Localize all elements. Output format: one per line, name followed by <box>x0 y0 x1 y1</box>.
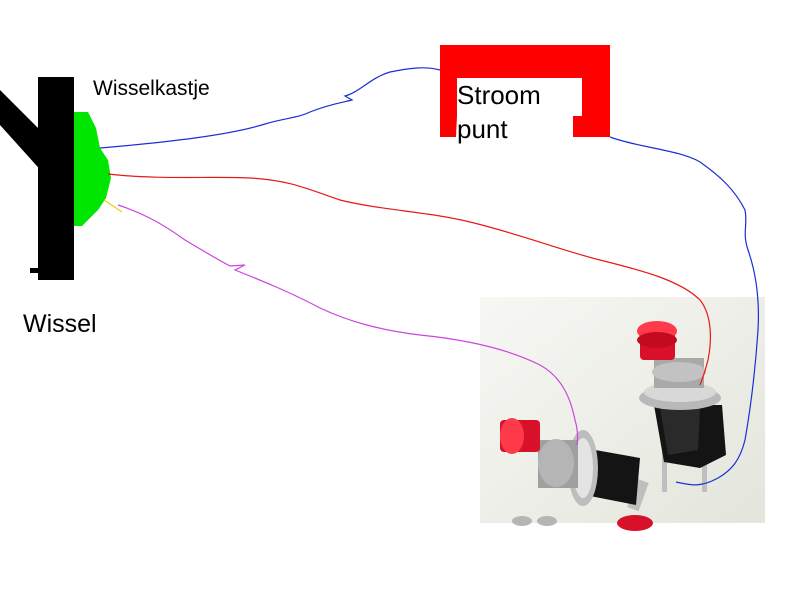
push-button-lower <box>500 418 649 512</box>
wire-magenta <box>117 204 579 446</box>
track-switch-shape <box>0 77 74 280</box>
yellow-wire-stub <box>103 199 123 213</box>
push-button-photo <box>480 297 765 531</box>
switch-box-shape <box>74 112 111 226</box>
push-button-upper <box>637 321 726 492</box>
wire-blue <box>99 67 759 486</box>
push-button-partial-cap <box>617 515 653 531</box>
power-point-label-line2: punt <box>457 114 508 144</box>
switch-label: Wissel <box>23 310 97 338</box>
push-button-partial-nut-2 <box>537 516 557 526</box>
push-button-partial-nut <box>512 516 532 526</box>
wire-red <box>107 173 711 386</box>
power-point-shape <box>440 45 610 137</box>
power-point-label-line1: Stroom <box>457 80 541 110</box>
switch-box-label: Wisselkastje <box>93 77 210 100</box>
